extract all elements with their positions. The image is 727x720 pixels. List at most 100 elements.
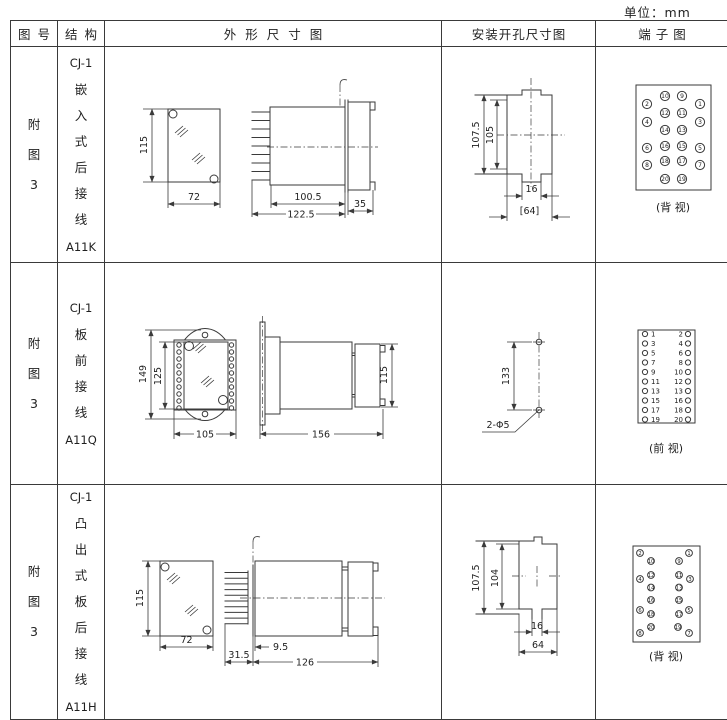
dimensions: 107.5 104 16 64 xyxy=(471,541,560,656)
terminal-number: 17 xyxy=(676,612,683,618)
side-view: 9.5 31.5 126 xyxy=(225,537,385,669)
terminal-number: 1 xyxy=(687,551,690,557)
terminal-number: 19 xyxy=(678,176,686,183)
terminal-number: 14 xyxy=(661,127,669,134)
terminal-numbers: 2 4 6 8 10 12 14 16 18 20 9 11 13 15 xyxy=(645,93,702,183)
install-drawing-a11h: 107.5 104 16 64 xyxy=(442,493,595,711)
structure-cell: CJ-1 嵌入式后接线 A11K xyxy=(58,47,105,263)
terminal-number: 7 xyxy=(651,359,655,367)
dim-label: 105 xyxy=(485,125,496,143)
front-view: 115 72 xyxy=(135,561,213,651)
terminal-number: 15 xyxy=(676,598,683,604)
terminal-number: 10 xyxy=(648,559,655,565)
dim-label: 125 xyxy=(153,366,164,384)
dim-label: 31.5 xyxy=(228,650,249,661)
terminal-number: 17 xyxy=(651,406,660,414)
table-row-a11k: 附图3 CJ-1 嵌入式后接线 A11K 115 xyxy=(11,47,727,263)
front-view: 149 125 105 xyxy=(138,328,236,440)
terminal-number: 20 xyxy=(648,625,655,631)
terminal-numbers: 2 4 6 8 10 12 14 16 18 20 9 11 13 15 xyxy=(638,551,691,637)
terminal-number: 3 xyxy=(698,119,702,126)
terminal-number: 3 xyxy=(651,340,655,348)
col-header-structure: 结构 xyxy=(58,21,105,47)
terminal-number: 9 xyxy=(651,368,655,376)
outline-cell-a11k: 115 72 100.5 xyxy=(105,47,442,263)
terminal-drawing-a11k: 2 4 6 8 10 12 14 16 18 20 9 11 13 15 xyxy=(596,48,727,262)
col-header-outline: 外形尺寸图 xyxy=(105,21,442,47)
fig-no-cell: 附图3 xyxy=(11,47,58,263)
terminal-number: 10 xyxy=(674,368,683,376)
side-view: 100.5 122.5 35 xyxy=(252,79,378,220)
terminal-number: 14 xyxy=(648,585,655,591)
dim-label: 107.5 xyxy=(471,564,482,591)
terminal-number: 13 xyxy=(676,585,683,591)
terminal-number: 10 xyxy=(661,93,669,100)
terminal-circles xyxy=(642,331,690,422)
outline-drawing-a11k: 115 72 100.5 xyxy=(105,48,441,262)
terminal-block xyxy=(638,330,695,423)
header-row: 图号 结构 外形尺寸图 安装开孔尺寸图 端子图 xyxy=(11,21,727,47)
dim-label: 16 xyxy=(525,184,537,195)
terminal-number: 11 xyxy=(651,378,660,386)
install-drawing-a11k: 107.5 105 16 [64] xyxy=(442,48,595,262)
terminal-number: 12 xyxy=(648,573,655,579)
fig-no-cell: 附图3 xyxy=(11,485,58,720)
dim-label: 104 xyxy=(490,569,501,587)
terminal-number: 12 xyxy=(661,110,669,117)
terminal-number: 9 xyxy=(677,559,680,565)
fig-no-label: 附图3 xyxy=(27,110,42,200)
terminal-drawing-a11h: 2 4 6 8 10 12 14 16 18 20 9 11 13 15 xyxy=(596,493,727,711)
dim-label: 126 xyxy=(296,658,314,669)
outline-drawing-a11h: 115 72 9.5 xyxy=(105,493,441,711)
terminal-number: 3 xyxy=(688,577,691,583)
terminal-drawing-a11q: 1 3 5 7 9 11 13 15 17 19 2 4 6 8 xyxy=(596,264,727,484)
terminal-number: 19 xyxy=(651,416,660,424)
structure-mount: 凸出式板后接线 xyxy=(74,511,89,693)
terminal-number: 5 xyxy=(687,608,690,614)
terminal-number: 13 xyxy=(678,127,686,134)
terminal-number: 8 xyxy=(645,162,649,169)
hole-layout: 133 2-Φ5 xyxy=(482,332,545,432)
terminal-number: 6 xyxy=(645,145,649,152)
terminal-number: 6 xyxy=(638,608,641,614)
outline-cell-a11h: 115 72 9.5 xyxy=(105,485,442,720)
view-label: (背 视) xyxy=(656,200,690,214)
terminal-number: 9 xyxy=(680,93,684,100)
install-cell-a11h: 107.5 104 16 64 xyxy=(442,485,596,720)
terminal-number: 11 xyxy=(676,573,683,579)
structure-model: CJ-1 xyxy=(70,490,92,504)
spec-table: 图号 结构 外形尺寸图 安装开孔尺寸图 端子图 附图3 CJ-1 嵌入式后接线 … xyxy=(10,20,727,720)
table-row-a11q: 附图3 CJ-1 板前接线 A11Q xyxy=(11,263,727,485)
dim-label: 64 xyxy=(532,640,544,651)
terminal-number: 6 xyxy=(679,349,684,357)
structure-mount: 嵌入式后接线 xyxy=(74,77,89,233)
terminal-number: 16 xyxy=(674,397,683,405)
dim-label: 115 xyxy=(135,589,146,607)
terminal-circles xyxy=(642,91,704,183)
dim-label: 2-Φ5 xyxy=(487,420,510,431)
table-row-a11h: 附图3 CJ-1 凸出式板后接线 A11H 115 xyxy=(11,485,727,720)
dim-label: 16 xyxy=(531,621,543,632)
structure-cell: CJ-1 板前接线 A11Q xyxy=(58,263,105,485)
dim-label: 156 xyxy=(312,429,330,440)
structure-model: CJ-1 xyxy=(70,301,92,315)
terminal-number: 2 xyxy=(679,330,683,338)
structure-code: A11H xyxy=(65,700,96,714)
terminal-number: 8 xyxy=(638,631,641,637)
terminal-number: 16 xyxy=(648,598,655,604)
terminal-number: 7 xyxy=(698,162,702,169)
terminal-number: 19 xyxy=(675,625,682,631)
dim-label: 122.5 xyxy=(287,209,314,220)
fig-no-label: 附图3 xyxy=(27,557,42,647)
outline-drawing-a11q: 149 125 105 xyxy=(105,264,441,484)
terminal-number: 15 xyxy=(651,397,660,405)
terminal-number: 20 xyxy=(674,416,683,424)
dimensions: 107.5 105 16 [64] xyxy=(471,95,570,221)
structure-cell: CJ-1 凸出式板后接线 A11H xyxy=(58,485,105,720)
terminal-number: 18 xyxy=(674,406,683,414)
col-header-install: 安装开孔尺寸图 xyxy=(442,21,596,47)
dim-label: 149 xyxy=(138,364,149,382)
dim-label: 72 xyxy=(180,635,192,646)
dim-label: 72 xyxy=(188,192,200,203)
